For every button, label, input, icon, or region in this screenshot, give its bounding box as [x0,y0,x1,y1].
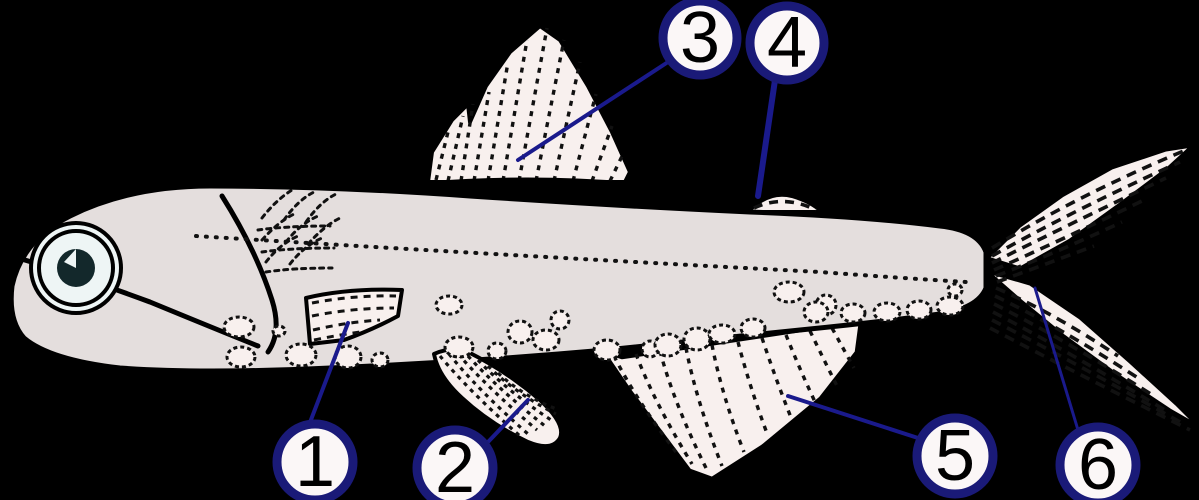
adipose-fin [746,192,824,214]
callout-circle-2[interactable] [412,425,498,500]
callout-circle-5[interactable] [912,413,998,499]
leader-line-4 [755,77,778,199]
dorsal-fin [426,24,632,187]
callout-circle-6[interactable] [1055,422,1141,500]
leader-lines [307,60,1080,444]
leader-line-5 [786,394,920,440]
callout-label-1: 1 [295,422,335,500]
callout-3[interactable]: 3 [658,0,742,80]
pectoral-fin [304,287,404,346]
callout-4[interactable]: 4 [745,1,829,85]
callout-circle-3[interactable] [658,0,742,80]
callout-1[interactable]: 1 [272,419,358,500]
anal-fin [602,320,862,480]
callout-circle-4[interactable] [745,1,829,85]
callout-5[interactable]: 5 [912,413,998,499]
callout-2[interactable]: 2 [412,425,498,500]
eye [29,221,123,315]
callout-label-4: 4 [767,3,807,83]
leader-line-3 [516,60,670,162]
callout-label-5: 5 [935,416,975,496]
leader-line-1 [307,321,350,427]
pelvic-fin [432,347,563,449]
callout-circle-1[interactable] [272,419,358,500]
callout-label-3: 3 [680,0,720,78]
leader-line-2 [486,398,530,444]
callout-label-6: 6 [1078,425,1118,500]
scale-pattern [256,188,342,274]
callout-label-2: 2 [435,428,475,500]
leader-line-6 [1033,286,1080,432]
photophores [222,280,965,370]
callout-6[interactable]: 6 [1055,422,1141,500]
